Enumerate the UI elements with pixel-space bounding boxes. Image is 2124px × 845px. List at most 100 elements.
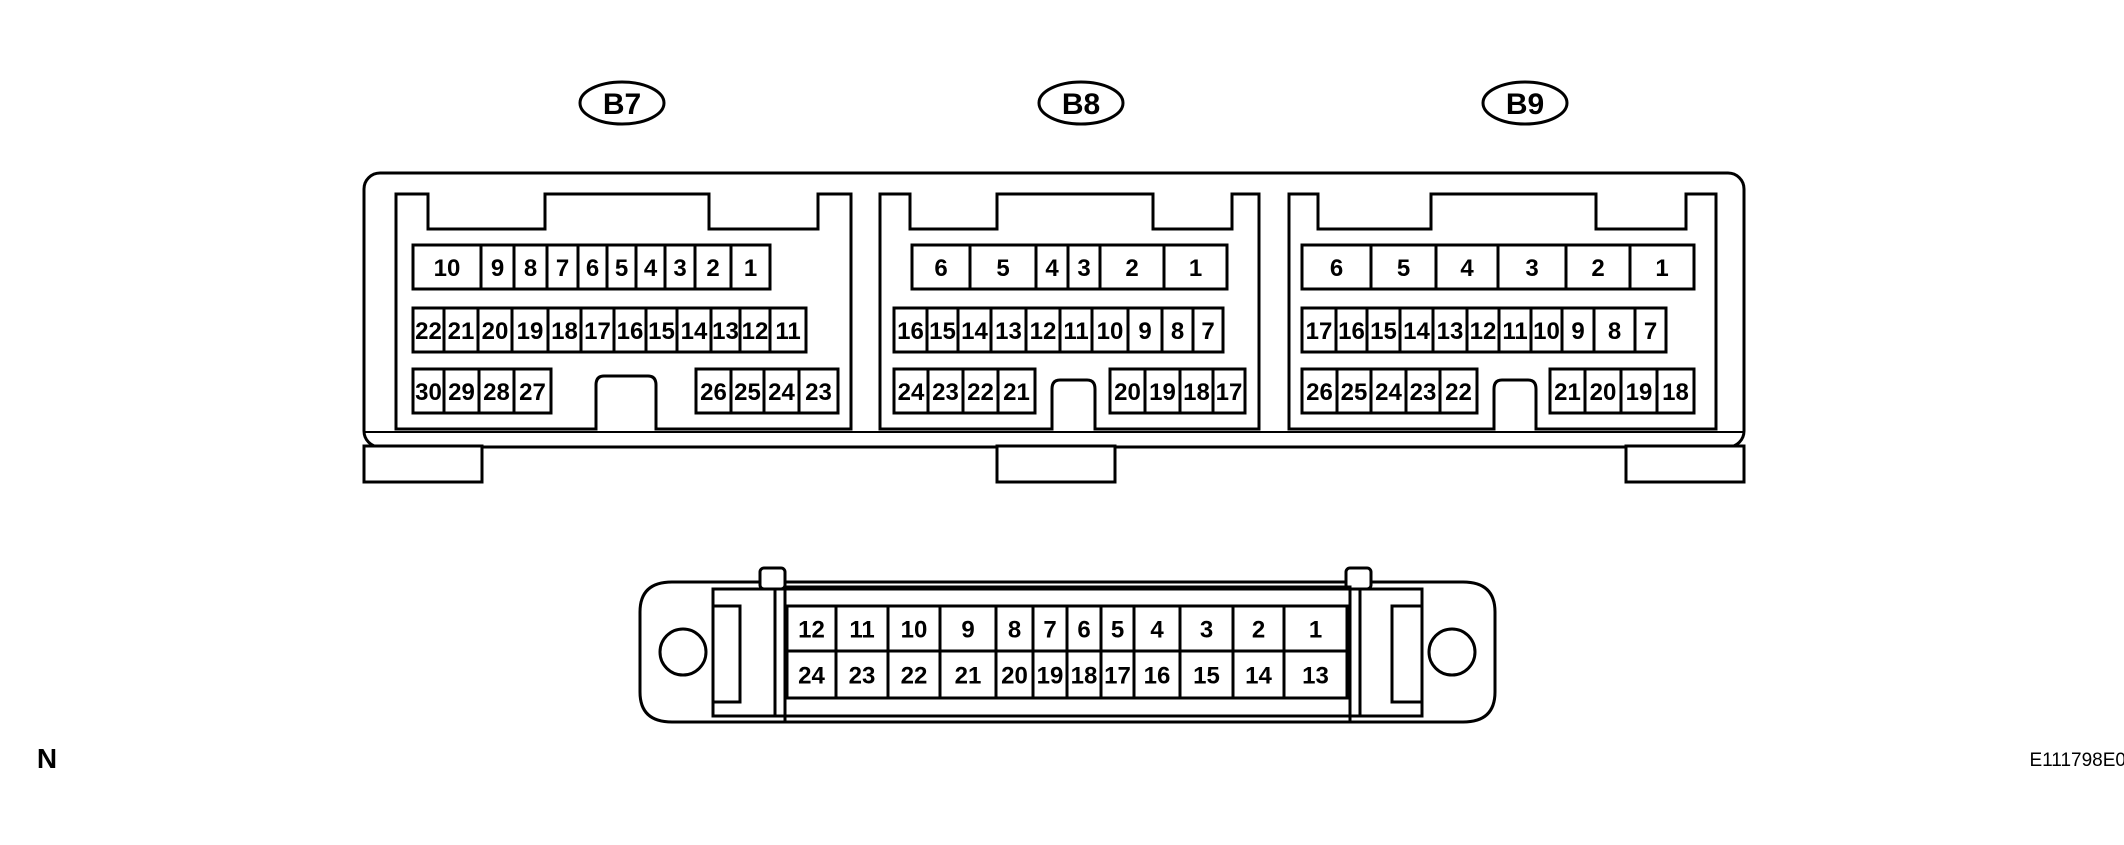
pin-number: 9: [961, 617, 974, 644]
pin-number: 4: [1150, 617, 1164, 644]
pin-number: 7: [1644, 318, 1657, 345]
pin-number: 19: [1149, 379, 1176, 406]
pin-number: 24: [768, 379, 795, 406]
pin-number: 16: [1144, 663, 1171, 690]
tag-label: B9: [1506, 88, 1544, 121]
pin-cell: [996, 367, 1037, 415]
pin-number: 25: [1341, 379, 1368, 406]
pin-number: 16: [617, 318, 644, 345]
pin-number: 15: [929, 318, 956, 345]
connector-outline-b7: [394, 192, 853, 431]
pin-number: 21: [1003, 379, 1030, 406]
pin-number: 5: [1397, 255, 1410, 282]
pin-cell: [512, 367, 553, 415]
pin-number: 25: [734, 379, 761, 406]
pin-number: 14: [681, 318, 708, 345]
left-mount-hole: [658, 627, 708, 677]
pin-number: 10: [1533, 318, 1560, 345]
pin-number: 11: [1063, 318, 1088, 345]
pin-number: 12: [742, 318, 769, 345]
pin-number: 6: [1077, 617, 1090, 644]
pin-number: 11: [775, 318, 800, 345]
pin-number: 19: [1626, 379, 1653, 406]
pin-number: 18: [1183, 379, 1210, 406]
pin-number: 9: [1138, 318, 1151, 345]
pin-number: 4: [1460, 255, 1474, 282]
tag-label: B8: [1062, 88, 1100, 121]
pin-number: 2: [1591, 255, 1604, 282]
pin-number: 20: [1114, 379, 1141, 406]
pin-number: 11: [1502, 318, 1527, 345]
pin-number: 26: [700, 379, 727, 406]
pin-number: 24: [1375, 379, 1402, 406]
figure-code: E111798E01: [2029, 750, 2124, 771]
connector-outline-b8: [878, 192, 1261, 431]
pin-cell: [1211, 367, 1247, 415]
pin-number: 5: [1111, 617, 1124, 644]
pin-number: 2: [1252, 617, 1265, 644]
pin-number: 20: [1001, 663, 1028, 690]
pin-number: 7: [556, 255, 569, 282]
pin-number: 18: [1071, 663, 1098, 690]
pin-number: 22: [967, 379, 994, 406]
tag-ellipse: [1481, 80, 1569, 126]
pin-number: 16: [1338, 318, 1365, 345]
pin-number: 3: [1200, 617, 1213, 644]
pin-number: 17: [1216, 379, 1243, 406]
tag-ellipse: [578, 80, 666, 126]
corner-label: N: [37, 743, 57, 774]
ecu-housing: [362, 171, 1746, 484]
pin-number: 22: [901, 663, 928, 690]
pin-cell: [1191, 306, 1225, 354]
pin-number: 13: [1302, 663, 1329, 690]
pin-number: 10: [1097, 318, 1124, 345]
pin-number: 8: [524, 255, 537, 282]
pin-number: 2: [1125, 255, 1138, 282]
pin-number: 14: [961, 318, 988, 345]
pin-number: 2: [706, 255, 719, 282]
pin-number: 13: [995, 318, 1022, 345]
pin-number: 23: [1410, 379, 1437, 406]
pin-number: 15: [648, 318, 675, 345]
pin-number: 6: [1330, 255, 1343, 282]
pin-number: 15: [1193, 663, 1220, 690]
pin-number: 17: [1104, 663, 1131, 690]
pin-number: 5: [996, 255, 1009, 282]
pin-number: 27: [519, 379, 546, 406]
pin-number: 22: [415, 318, 442, 345]
pin-number: 23: [849, 663, 876, 690]
tag-ellipse: [1037, 80, 1125, 126]
pin-number: 24: [798, 663, 825, 690]
pin-cell: [1282, 649, 1349, 700]
pin-number: 12: [1030, 318, 1057, 345]
pin-number: 11: [849, 617, 874, 644]
pin-number: 8: [1171, 318, 1184, 345]
pin-number: 1: [1189, 255, 1202, 282]
pin-number: 17: [1306, 318, 1333, 345]
pin-number: 22: [1445, 379, 1472, 406]
pin-number: 4: [644, 255, 658, 282]
pin-number: 6: [934, 255, 947, 282]
pin-number: 5: [615, 255, 628, 282]
connector-tag-b9: B9: [1481, 80, 1569, 126]
pin-number: 1: [1655, 255, 1668, 282]
pin-number: 10: [434, 255, 461, 282]
pin-number: 8: [1008, 617, 1021, 644]
pin-number: 20: [482, 318, 509, 345]
pin-number: 28: [483, 379, 510, 406]
connector-outline-b9: [1287, 192, 1718, 431]
pin-number: 1: [1309, 617, 1322, 644]
pin-number: 3: [673, 255, 686, 282]
